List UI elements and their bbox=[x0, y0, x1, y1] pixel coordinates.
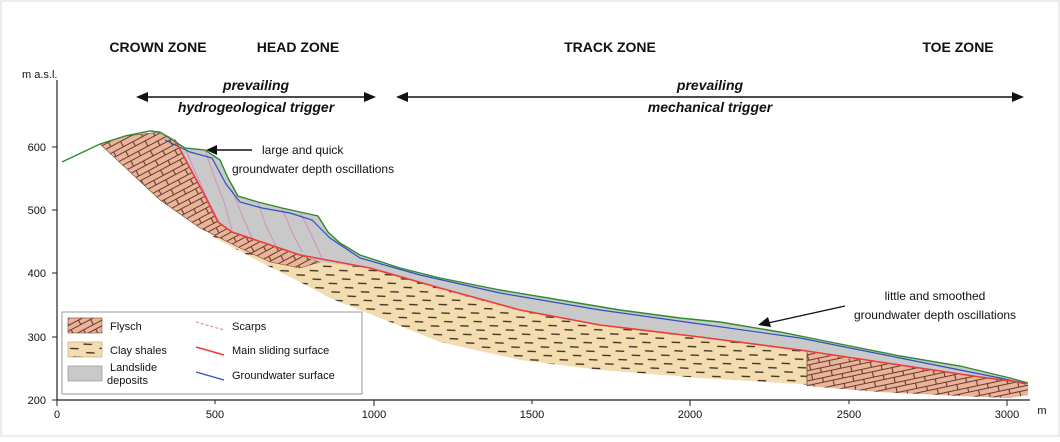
y-tick-label: 400 bbox=[28, 268, 46, 280]
y-tick-label: 600 bbox=[28, 142, 46, 154]
x-tick-label: 3000 bbox=[995, 409, 1019, 421]
x-tick-label: 1500 bbox=[520, 409, 544, 421]
legend-label-groundwater: Groundwater surface bbox=[232, 370, 335, 382]
y-tick-label: 500 bbox=[28, 205, 46, 217]
y-axis bbox=[52, 80, 58, 401]
lower-annotation-line1: little and smoothed bbox=[885, 289, 986, 303]
legend-swatch-clay bbox=[67, 341, 103, 358]
legend-label-scarps: Scarps bbox=[232, 321, 267, 333]
zone-title-crown: CROWN ZONE bbox=[109, 39, 206, 55]
x-tick-label: 2500 bbox=[837, 409, 861, 421]
legend-label-deposits-line1: Landslide bbox=[110, 362, 157, 374]
upper-annotation-line1: large and quick bbox=[262, 143, 344, 157]
legend-swatch-sliding bbox=[195, 346, 225, 356]
hydro-trigger-line1: prevailing bbox=[222, 77, 290, 93]
main-sliding-surface-line bbox=[174, 139, 1029, 384]
mech-trigger-arrow bbox=[396, 92, 1024, 102]
groundwater-surface-line bbox=[164, 139, 1027, 385]
zone-title-head: HEAD ZONE bbox=[257, 39, 339, 55]
legend-swatch-flysch bbox=[67, 317, 103, 334]
flysch-layer-toe bbox=[807, 352, 1028, 398]
mech-trigger-line2: mechanical trigger bbox=[648, 99, 774, 115]
legend-label-sliding: Main sliding surface bbox=[232, 345, 329, 357]
ground-surface-line bbox=[61, 130, 1029, 384]
hydro-trigger-arrow bbox=[136, 92, 376, 102]
x-tick-label: 1000 bbox=[362, 409, 386, 421]
legend-swatch-deposits bbox=[67, 365, 103, 382]
legend-box bbox=[61, 311, 363, 395]
legend-label-flysch: Flysch bbox=[110, 321, 142, 333]
legend-swatch-groundwater bbox=[195, 371, 225, 381]
mech-trigger-line1: prevailing bbox=[676, 77, 744, 93]
upper-annotation-line2: groundwater depth oscillations bbox=[232, 162, 394, 176]
zone-title-toe: TOE ZONE bbox=[922, 39, 993, 55]
legend-label-clay: Clay shales bbox=[110, 345, 167, 357]
upper-annotation-arrow bbox=[206, 145, 252, 155]
lower-annotation-arrow bbox=[758, 305, 846, 327]
x-tick-label: 0 bbox=[54, 409, 60, 421]
zone-title-track: TRACK ZONE bbox=[564, 39, 656, 55]
legend: Flysch Clay shales Landslide deposits Sc… bbox=[61, 311, 363, 395]
y-tick-label: 300 bbox=[28, 332, 46, 344]
y-tick-label: 200 bbox=[28, 395, 46, 407]
x-tick-label: 500 bbox=[206, 409, 224, 421]
x-axis-unit-label: m bbox=[1037, 405, 1046, 417]
lower-annotation-line2: groundwater depth oscillations bbox=[854, 308, 1016, 322]
y-axis-unit-label: m a.s.l. bbox=[22, 69, 57, 81]
x-tick-label: 2000 bbox=[678, 409, 702, 421]
landslide-deposits bbox=[160, 132, 1028, 383]
legend-label-deposits-line2: deposits bbox=[107, 375, 148, 387]
hydro-trigger-line2: hydrogeological trigger bbox=[178, 99, 336, 115]
x-axis bbox=[56, 399, 1030, 406]
